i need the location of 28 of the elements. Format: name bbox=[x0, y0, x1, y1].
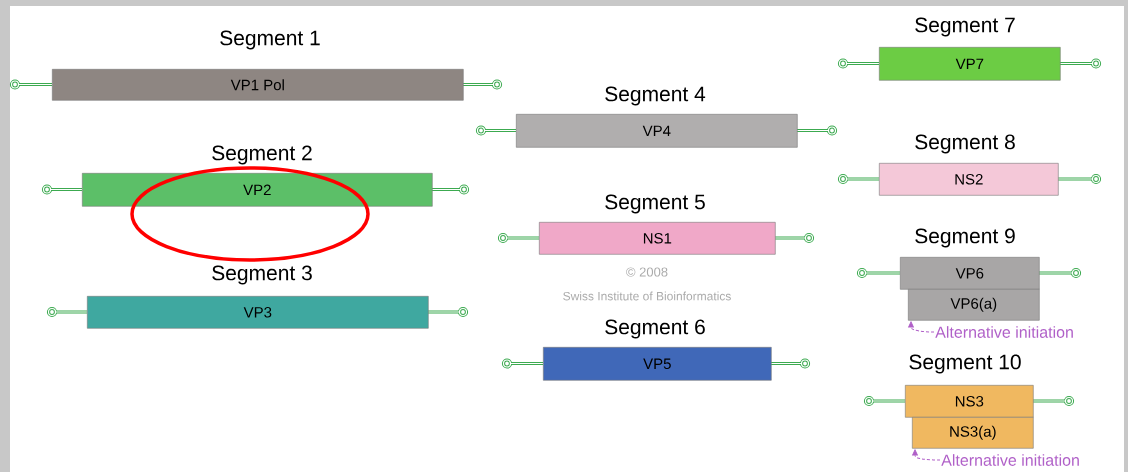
node-label: Segment 7 bbox=[915, 17, 1015, 37]
gene-box: Segment 1 VP1 Pol bbox=[52, 30, 464, 101]
gene-box: Segment 8 NS2 bbox=[879, 134, 1059, 196]
gene-box: Segment 7 VP7 bbox=[879, 17, 1061, 81]
node-label: Segment 5 bbox=[605, 194, 705, 214]
leader-arrow bbox=[908, 321, 935, 333]
gene-box: Segment 9 VP6 bbox=[900, 228, 1040, 290]
leader-arrow bbox=[912, 449, 941, 461]
node-label: Segment 8 bbox=[915, 134, 1015, 154]
node-label: Segment 4 bbox=[605, 86, 706, 106]
gene-box: NS3(a) bbox=[912, 417, 1034, 449]
node-label: Segment 1 bbox=[220, 30, 320, 50]
gene-box: VP6(a) bbox=[908, 289, 1040, 321]
annotation-text: Alternative initiation bbox=[941, 454, 1079, 466]
gene-box: Segment 5 NS1 bbox=[539, 194, 776, 255]
node-label: Segment 6 bbox=[605, 319, 705, 339]
gene-box: Segment 3 VP3 bbox=[87, 265, 429, 329]
node-label: Segment 3 bbox=[212, 265, 312, 285]
gene-box: Segment 2 VP2 bbox=[82, 145, 433, 207]
copyright-note: © 2008 bbox=[626, 267, 668, 277]
copyright-note: Swiss Institute of Bioinformatics bbox=[563, 291, 731, 301]
gene-box: Segment 10 NS3 bbox=[905, 354, 1034, 418]
node-label: Segment 10 bbox=[909, 354, 1021, 374]
gene-box: Segment 6 VP5 bbox=[543, 319, 772, 381]
node-label: Segment 2 bbox=[212, 145, 312, 165]
node-label: Segment 9 bbox=[915, 228, 1015, 248]
gene-box: Segment 4 VP4 bbox=[516, 86, 798, 148]
annotation-text: Alternative initiation bbox=[935, 326, 1073, 338]
